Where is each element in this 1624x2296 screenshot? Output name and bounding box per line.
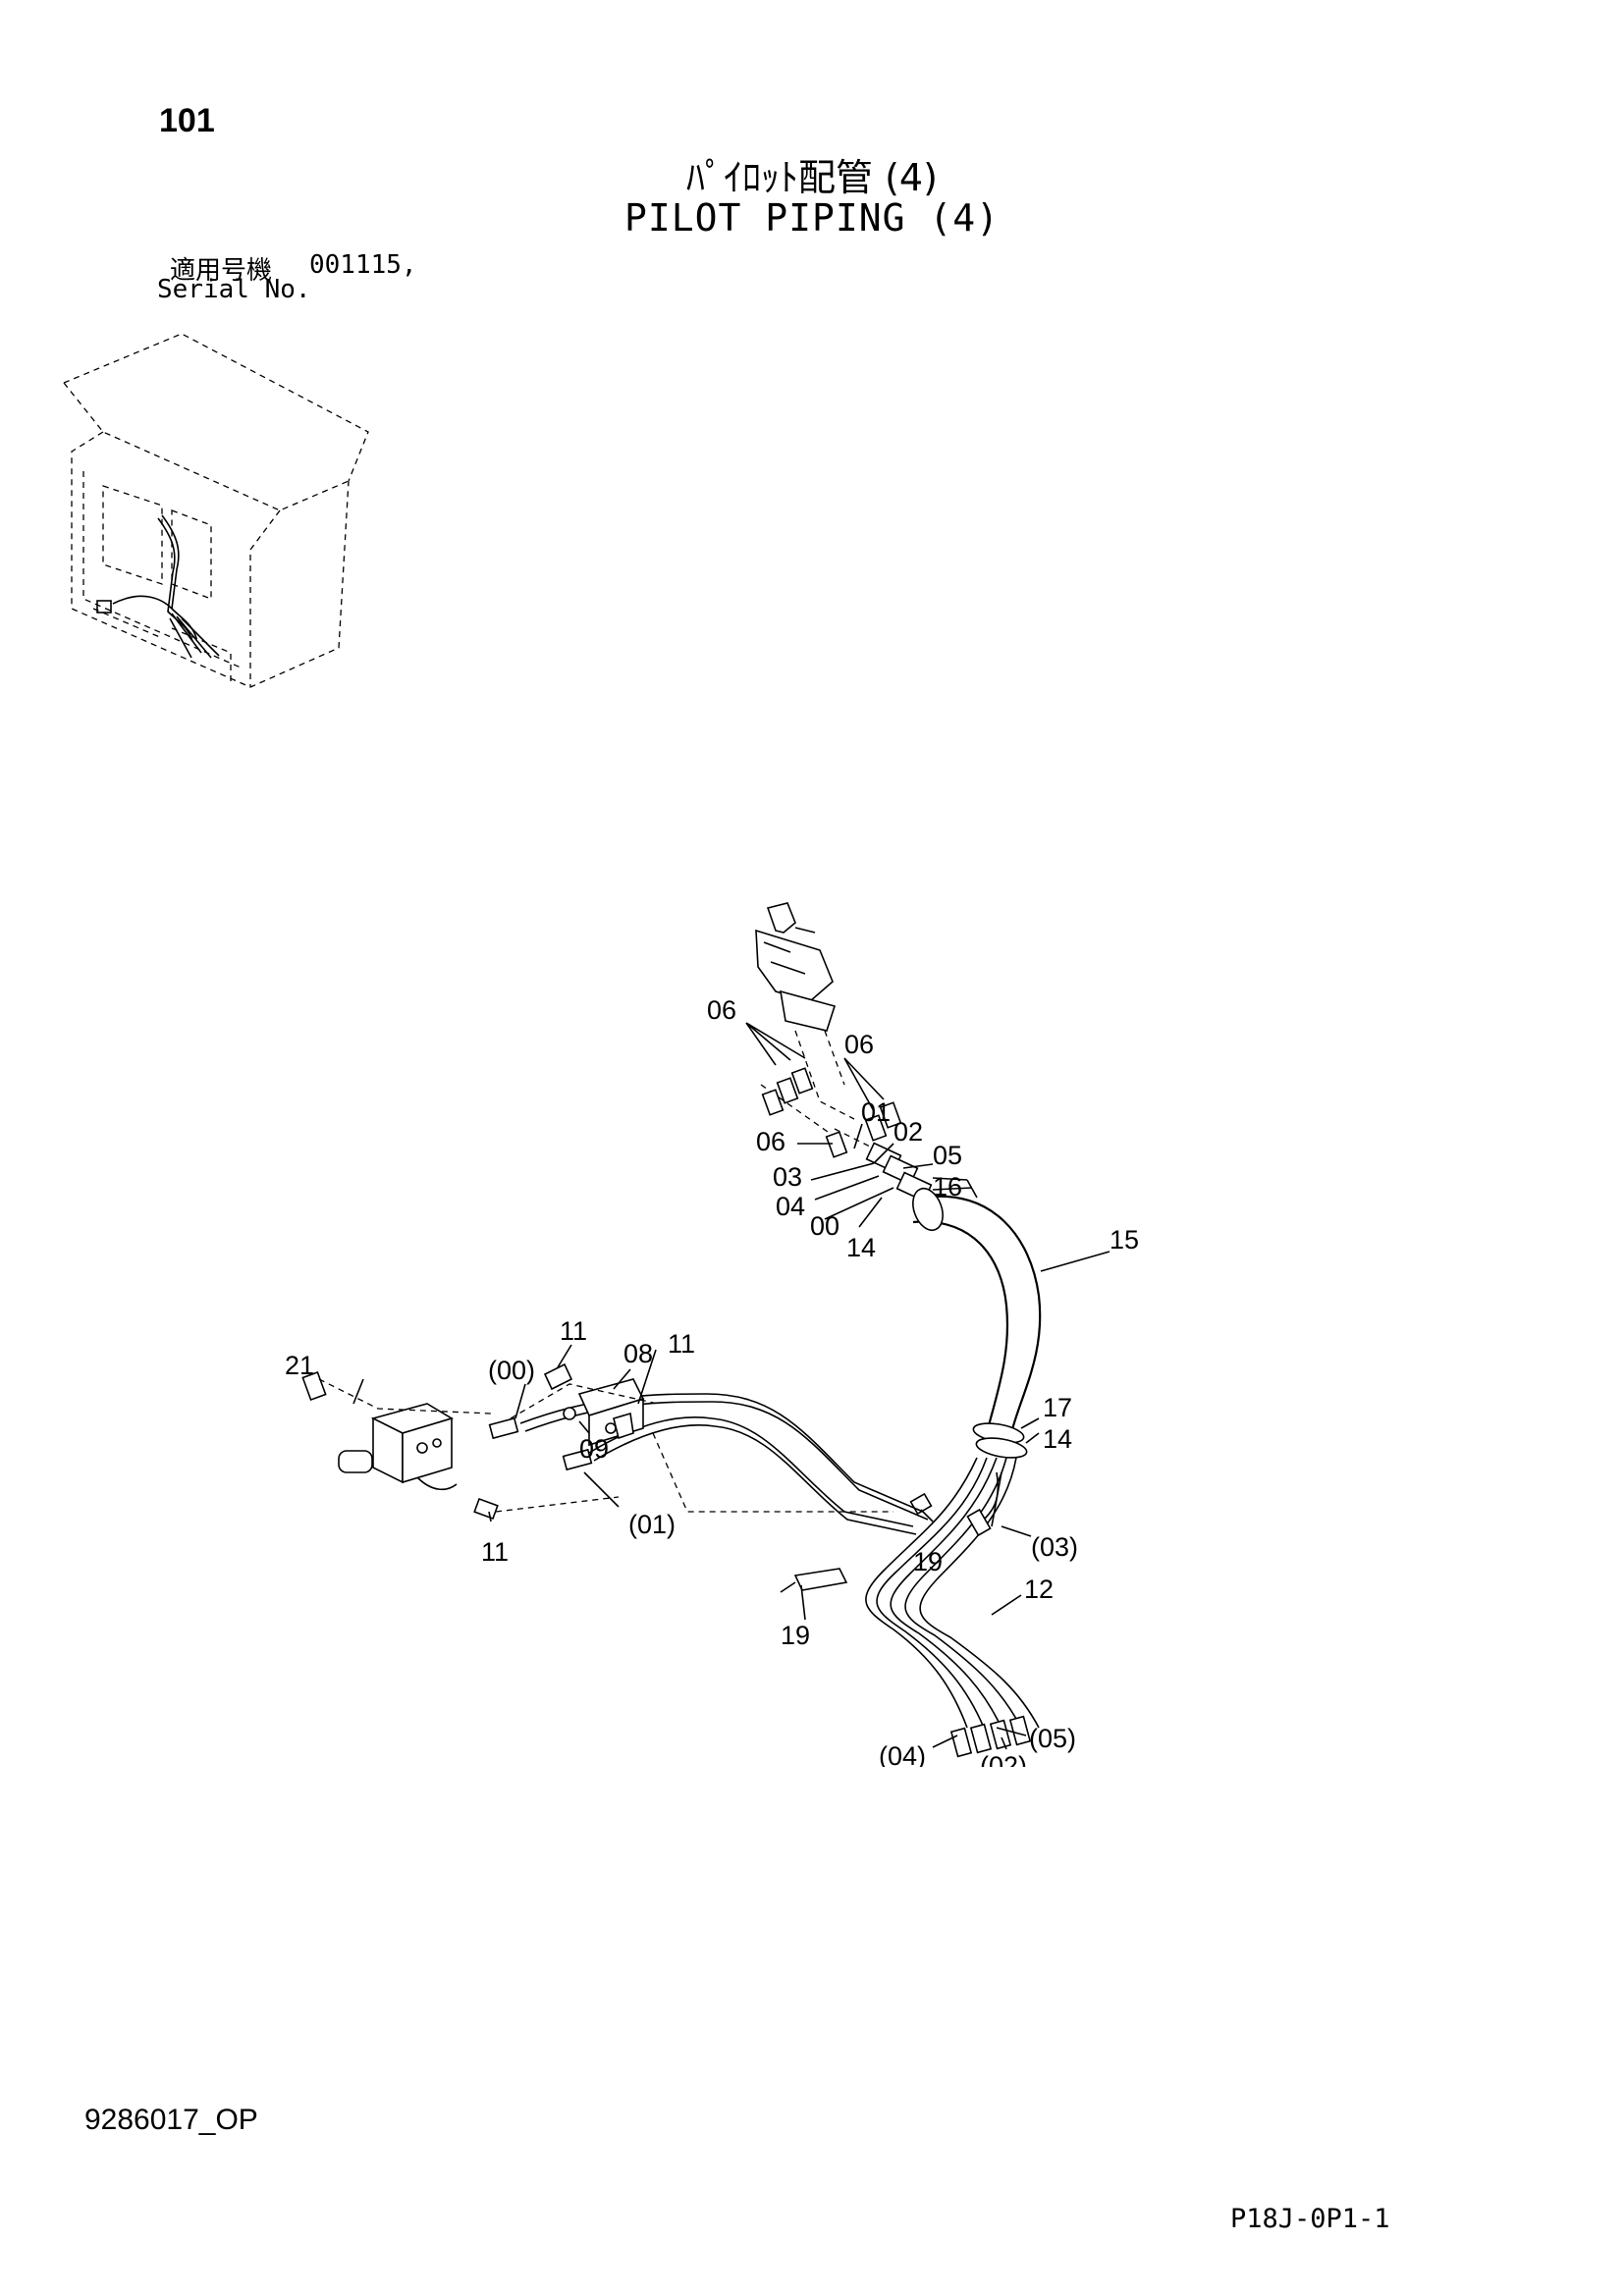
- serial-value: 001115,: [309, 250, 417, 280]
- clip-19-lower: [793, 1568, 848, 1591]
- callout-p01: (01): [628, 1510, 676, 1539]
- callout-p05: (05): [1029, 1724, 1076, 1753]
- hose-end-00: [488, 1416, 519, 1440]
- callout-16: 16: [933, 1172, 962, 1201]
- callout-15: 15: [1110, 1225, 1139, 1255]
- callout-03: 03: [773, 1162, 802, 1192]
- callout-19: 19: [913, 1547, 943, 1576]
- callout-12: 12: [1024, 1575, 1054, 1604]
- callout-14: 14: [846, 1233, 876, 1262]
- title-japanese: ﾊﾟｲﾛｯﾄ配管 (4): [686, 156, 938, 199]
- hose-bundle-12: [865, 1457, 1040, 1729]
- document-code: 9286017_OP: [84, 2104, 258, 2136]
- callout-p03: (03): [1031, 1532, 1078, 1562]
- callout-06: 06: [756, 1127, 785, 1156]
- callouts: 06 06 06 01 02 03 05 04 00 16 14 15 11 0…: [285, 995, 1139, 1767]
- plug-09: [563, 1407, 576, 1420]
- fitting-06-group: [761, 1067, 902, 1158]
- hose-15: [912, 1177, 1042, 1459]
- sheet-code: P18J-0P1-1: [1230, 2204, 1390, 2234]
- callout-08: 08: [623, 1339, 653, 1368]
- callout-01: 01: [861, 1097, 891, 1127]
- callout-09: 09: [579, 1434, 609, 1464]
- serial-label-japanese: 適用号機: [170, 256, 273, 286]
- elbow-11-top: [543, 1362, 573, 1391]
- callout-04: 04: [776, 1192, 805, 1221]
- fitting-11-left: [473, 1497, 499, 1521]
- callout-14: 14: [1043, 1424, 1072, 1454]
- callout-p02: (02): [980, 1751, 1027, 1767]
- callout-02: 02: [893, 1117, 923, 1147]
- cab-location-inset: [63, 333, 369, 688]
- callout-11: 11: [560, 1316, 587, 1346]
- callout-06: 06: [707, 995, 736, 1025]
- callout-p04: (04): [879, 1741, 926, 1767]
- callout-06: 06: [844, 1030, 874, 1059]
- valve-block-21: [338, 1403, 458, 1491]
- serial-label-english: Serial No.: [157, 275, 311, 304]
- page-number: 101: [159, 102, 215, 139]
- fitting-11-right: [613, 1412, 634, 1440]
- callout-17: 17: [1043, 1393, 1072, 1422]
- callout-00: 00: [810, 1211, 839, 1241]
- pilot-valve: [755, 902, 837, 1032]
- hose-end-fittings: [949, 1715, 1032, 1758]
- title-english: PILOT PIPING (4): [623, 196, 1001, 240]
- callout-11: 11: [481, 1537, 509, 1567]
- hose-end-01: [562, 1448, 593, 1471]
- callout-p00: (00): [488, 1356, 535, 1385]
- callout-05: 05: [933, 1141, 962, 1170]
- callout-19: 19: [781, 1621, 810, 1650]
- pilot-piping-exploded-view: 06 06 06 01 02 03 05 04 00 16 14 15 11 0…: [285, 902, 1139, 1767]
- callout-11: 11: [668, 1329, 695, 1359]
- callout-21: 21: [285, 1351, 314, 1380]
